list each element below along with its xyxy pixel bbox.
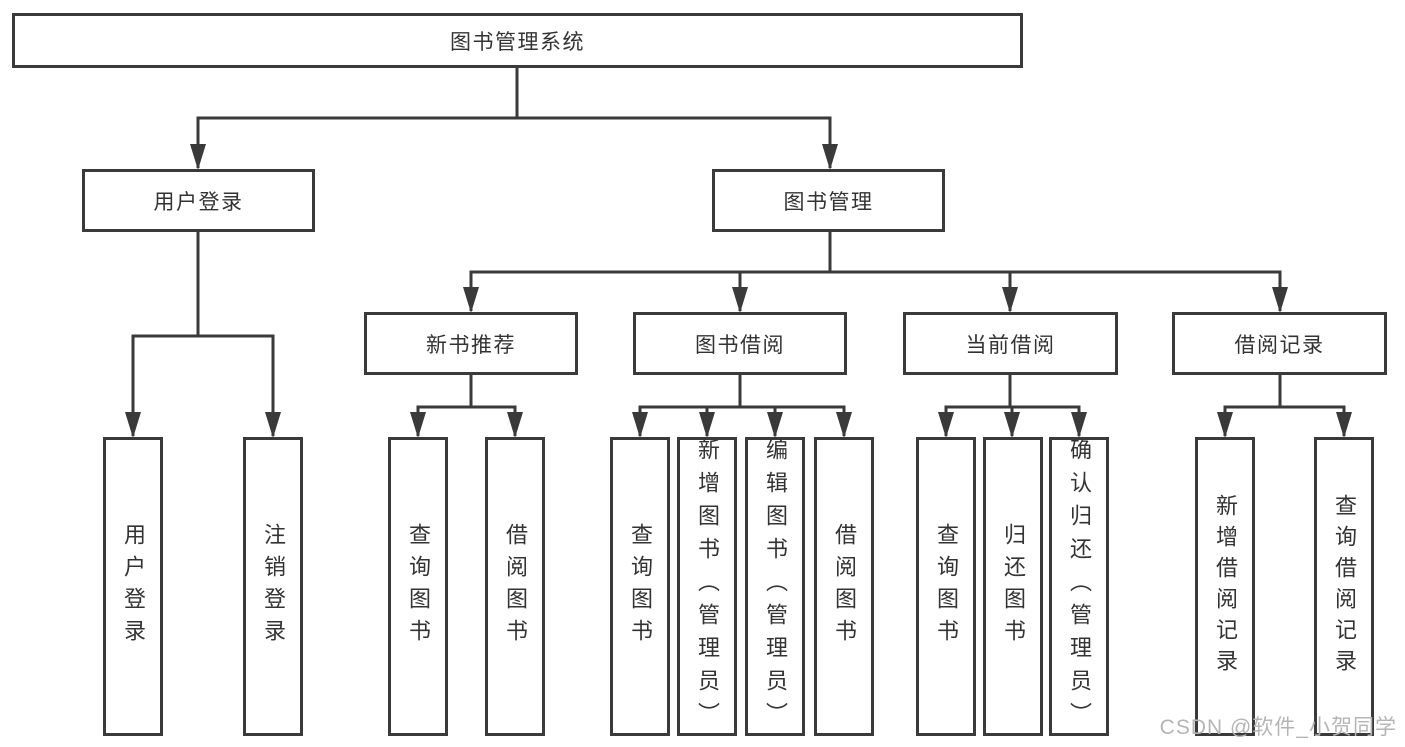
- node-book-borrowing: 图书借阅: [633, 312, 847, 375]
- node-borrowing-records: 借阅记录: [1172, 312, 1387, 375]
- leaf-label: 注销登录: [261, 522, 286, 651]
- node-label: 新书推荐: [426, 333, 516, 357]
- leaf-label: 新增借阅记录: [1213, 493, 1238, 680]
- leaf-confirm-return-admin: 确认归还（管理员）: [1049, 437, 1109, 736]
- node-label: 图书借阅: [695, 333, 785, 357]
- leaf-user-login: 用户登录: [103, 437, 163, 736]
- leaf-label: 借阅图书: [503, 522, 528, 651]
- wire-recommend-to-leaves: [416, 375, 517, 436]
- leaf-query-books: 查询图书: [610, 437, 670, 736]
- leaf-label: 归还图书: [1001, 522, 1026, 651]
- leaf-query-books: 查询图书: [916, 437, 976, 736]
- leaf-query-books: 查询图书: [388, 437, 448, 736]
- wire-borrow-to-leaves: [638, 375, 846, 436]
- wire-current-to-leaves: [944, 375, 1081, 436]
- node-current-borrowing: 当前借阅: [903, 312, 1118, 375]
- node-label: 用户登录: [153, 190, 244, 214]
- leaf-label: 编辑图书（管理员）: [763, 438, 788, 735]
- node-label: 当前借阅: [965, 333, 1056, 357]
- leaf-borrow-books: 借阅图书: [485, 437, 545, 736]
- leaf-edit-books-admin: 编辑图书（管理员）: [745, 437, 805, 736]
- node-label: 借阅记录: [1234, 333, 1325, 357]
- node-new-book-recommend: 新书推荐: [364, 312, 578, 375]
- leaf-return-books: 归还图书: [983, 437, 1043, 736]
- csdn-watermark: CSDN @软件_小贺同学: [1159, 716, 1397, 739]
- leaf-add-borrow-record: 新增借阅记录: [1195, 437, 1255, 736]
- node-user-login: 用户登录: [82, 169, 315, 232]
- leaf-label: 新增图书（管理员）: [695, 438, 720, 735]
- leaf-add-books-admin: 新增图书（管理员）: [677, 437, 737, 736]
- leaf-logout: 注销登录: [243, 437, 303, 736]
- node-label: 图书管理: [783, 190, 874, 214]
- node-book-management: 图书管理: [712, 169, 945, 232]
- leaf-borrow-books: 借阅图书: [814, 437, 874, 736]
- node-root-system: 图书管理系统: [12, 13, 1023, 68]
- wire-records-to-leaves: [1223, 375, 1346, 436]
- leaf-label: 用户登录: [121, 522, 146, 651]
- leaf-label: 借阅图书: [832, 522, 857, 651]
- leaf-label: 查询图书: [406, 522, 431, 651]
- leaf-query-borrow-record: 查询借阅记录: [1314, 437, 1374, 736]
- wire-mgmt-to-level3: [469, 232, 1282, 311]
- leaf-label: 查询图书: [628, 522, 653, 651]
- leaf-label: 确认归还（管理员）: [1067, 438, 1092, 735]
- leaf-label: 查询图书: [934, 522, 959, 651]
- node-label: 图书管理系统: [450, 30, 585, 54]
- leaf-label: 查询借阅记录: [1332, 493, 1357, 680]
- wire-login-to-leaves: [131, 232, 275, 436]
- wire-root-to-level2: [196, 68, 832, 168]
